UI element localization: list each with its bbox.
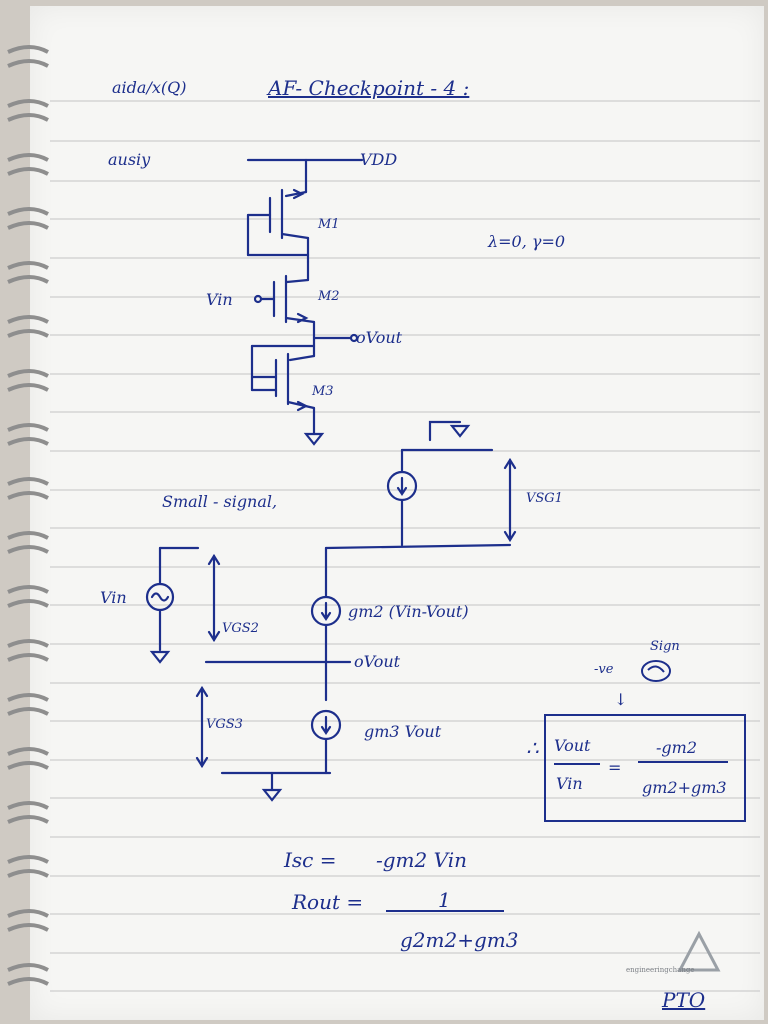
isc-lhs: Isc =	[284, 848, 337, 872]
sign-note: Sign	[650, 639, 680, 654]
m3-label: M3	[312, 384, 334, 399]
pto-note: PTO	[662, 988, 706, 1012]
arrow-down: ↓	[614, 690, 628, 709]
m3-transistor	[250, 338, 325, 446]
spiral-binding	[7, 45, 49, 986]
negative-note: -ve	[594, 662, 614, 677]
ground-symbol-top	[449, 424, 471, 438]
page-title: AF- Checkpoint - 4 :	[268, 76, 470, 100]
gain-denominator: gm2+gm3	[642, 778, 727, 797]
vdd-label: VDD	[360, 150, 398, 169]
rout-lhs: Rout =	[292, 890, 364, 914]
rout-fraction-bar	[386, 910, 504, 912]
ground-symbol-bottom	[261, 788, 283, 802]
therefore-symbol: ∴	[526, 736, 539, 760]
vin-terminal	[253, 294, 263, 304]
params-label: λ=0, γ=0	[488, 232, 566, 251]
circuit-side-note: ausiy	[108, 150, 151, 169]
ground-symbol-m3	[303, 432, 325, 446]
vgs3-label: VGS3	[206, 717, 243, 732]
vsg1-label: VSG1	[526, 491, 563, 506]
gm3-source-label: gm3 Vout	[364, 722, 442, 741]
m2-label: M2	[318, 289, 340, 304]
vgs2-label: VGS2	[222, 621, 259, 636]
fraction-bars	[554, 761, 728, 765]
ss-vout-label: oVout	[354, 652, 401, 671]
m1-transistor	[246, 158, 310, 264]
sign-circle	[641, 660, 671, 682]
vout-terminal	[349, 333, 359, 343]
vout-over-vin-denominator: Vin	[556, 774, 583, 793]
isc-rhs: -gm2 Vin	[376, 848, 467, 872]
node-vsg1	[324, 543, 512, 550]
vout-over-vin-numerator: Vout	[554, 736, 591, 755]
gain-numerator: -gm2	[656, 738, 697, 757]
vout-label: oVout	[356, 328, 403, 347]
watermark-text: engineeringchange	[626, 966, 695, 974]
rout-denominator: g2m2+gm3	[400, 928, 519, 952]
watermark-logo	[677, 930, 721, 972]
vsg1-ground-lead	[428, 420, 462, 442]
m1-label: M1	[318, 217, 340, 232]
vin-label: Vin	[206, 290, 233, 309]
result-box	[544, 714, 746, 822]
header-left-note: aida/x(Q)	[112, 78, 187, 97]
small-signal-heading: Small - signal,	[162, 492, 278, 511]
ss-vin-label: Vin	[100, 588, 127, 607]
gm2-source-label: gm2 (Vin-Vout)	[348, 602, 469, 621]
equals-sign-result: =	[608, 758, 622, 777]
rout-numerator: 1	[438, 888, 451, 912]
m2-transistor	[260, 260, 352, 342]
ground-symbol-vin	[149, 650, 171, 664]
